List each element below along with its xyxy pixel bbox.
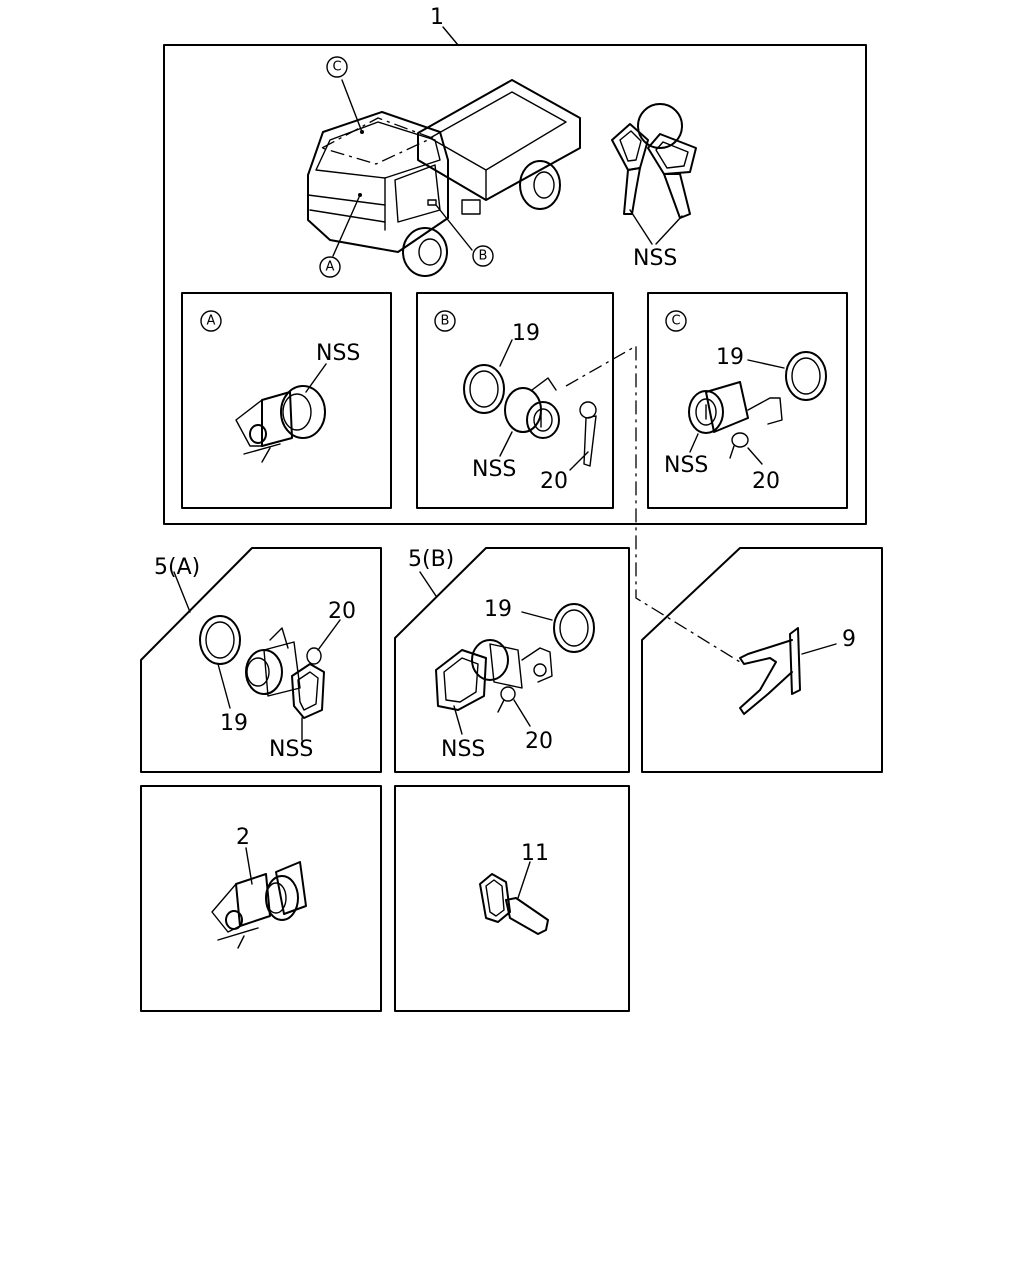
lock-set-b-icon bbox=[435, 603, 595, 713]
truck-callout-a-circle bbox=[319, 256, 341, 278]
panel-5b-nss: NSS bbox=[441, 737, 485, 762]
panel-a-nss: NSS bbox=[316, 341, 360, 366]
ignition-cylinder-icon bbox=[211, 861, 307, 949]
panel-2 bbox=[140, 785, 382, 1012]
truck-callout-b-circle bbox=[472, 245, 494, 267]
truck-callout-c-circle bbox=[326, 56, 348, 78]
panel-b-leader-19 bbox=[499, 339, 513, 367]
truck-callout-b: B bbox=[479, 249, 488, 264]
panel-a-badge bbox=[200, 310, 222, 332]
panel-c-19: 19 bbox=[716, 345, 744, 370]
keys-callout: NSS bbox=[633, 246, 677, 271]
panel-b-label: B bbox=[441, 314, 450, 329]
key-icon bbox=[479, 873, 549, 935]
panel-b-19: 19 bbox=[512, 321, 540, 346]
panel-5a-leader-19 bbox=[217, 663, 231, 709]
panel-9-label: 9 bbox=[842, 627, 856, 652]
panel-5a-nss: NSS bbox=[269, 737, 313, 762]
panel-5a-leader bbox=[173, 571, 191, 613]
clip-icon bbox=[739, 627, 801, 715]
panel-b-leader-nss bbox=[499, 431, 513, 457]
panel-a-label: A bbox=[207, 314, 216, 329]
panel-b-leader-20 bbox=[569, 451, 589, 471]
ignition-lock-icon bbox=[235, 385, 326, 463]
panel-c bbox=[647, 292, 848, 509]
panel-5b-20: 20 bbox=[525, 729, 553, 754]
panel-5a-20: 20 bbox=[328, 599, 356, 624]
panel-2-leader bbox=[245, 847, 253, 885]
lock-set-a-icon bbox=[199, 615, 325, 719]
assembly-leader bbox=[442, 26, 459, 46]
panel-5b-leader bbox=[419, 571, 437, 597]
truck-callout-a: A bbox=[326, 260, 335, 275]
panel-5b-label: 5(B) bbox=[408, 547, 454, 572]
panel-11-label: 11 bbox=[521, 841, 549, 866]
panel-5b bbox=[394, 547, 630, 773]
assembly-frame bbox=[163, 44, 867, 525]
panel-c-leader-19 bbox=[747, 359, 785, 369]
truck-callout-c: C bbox=[332, 60, 341, 75]
panel-a-leader bbox=[305, 363, 327, 393]
panel-5a-19: 19 bbox=[220, 711, 248, 736]
panel-c-leader-20 bbox=[747, 447, 763, 465]
panel-5a-leader-20 bbox=[317, 619, 341, 651]
panel-2-label: 2 bbox=[236, 825, 250, 850]
panel-c-nss: NSS bbox=[664, 453, 708, 478]
panel-c-badge bbox=[665, 310, 687, 332]
panel-c-leader-nss bbox=[689, 433, 699, 453]
door-lock-c-icon bbox=[688, 351, 827, 459]
panel-b-nss: NSS bbox=[472, 457, 516, 482]
panel-5b-leader-19 bbox=[521, 611, 553, 621]
panel-5b-leader-nss bbox=[453, 705, 463, 735]
panel-b bbox=[416, 292, 614, 509]
truck-leader-c bbox=[341, 79, 363, 133]
assembly-callout: 1 bbox=[430, 5, 444, 30]
panel-a bbox=[181, 292, 392, 509]
truck-leader-a bbox=[332, 194, 361, 257]
panel-5a-label: 5(A) bbox=[154, 555, 200, 580]
panel-5a bbox=[140, 547, 382, 773]
panel-9 bbox=[641, 547, 883, 773]
key-set-icon bbox=[611, 103, 697, 219]
panel-11-leader bbox=[517, 861, 531, 899]
keys-leader-2 bbox=[655, 215, 683, 245]
panel-c-label: C bbox=[671, 314, 680, 329]
truck-leader-b bbox=[435, 204, 473, 251]
panel-b-badge bbox=[434, 310, 456, 332]
panel-c-20: 20 bbox=[752, 469, 780, 494]
panel-5b-19: 19 bbox=[484, 597, 512, 622]
keys-leader-1 bbox=[629, 209, 653, 245]
panel-11 bbox=[394, 785, 630, 1012]
door-lock-b-icon bbox=[463, 364, 597, 467]
panel-5b-leader-20 bbox=[513, 699, 531, 727]
clip-connector bbox=[565, 344, 741, 663]
truck-illustration bbox=[307, 79, 581, 277]
panel-9-leader bbox=[801, 643, 837, 655]
panel-b-20: 20 bbox=[540, 469, 568, 494]
